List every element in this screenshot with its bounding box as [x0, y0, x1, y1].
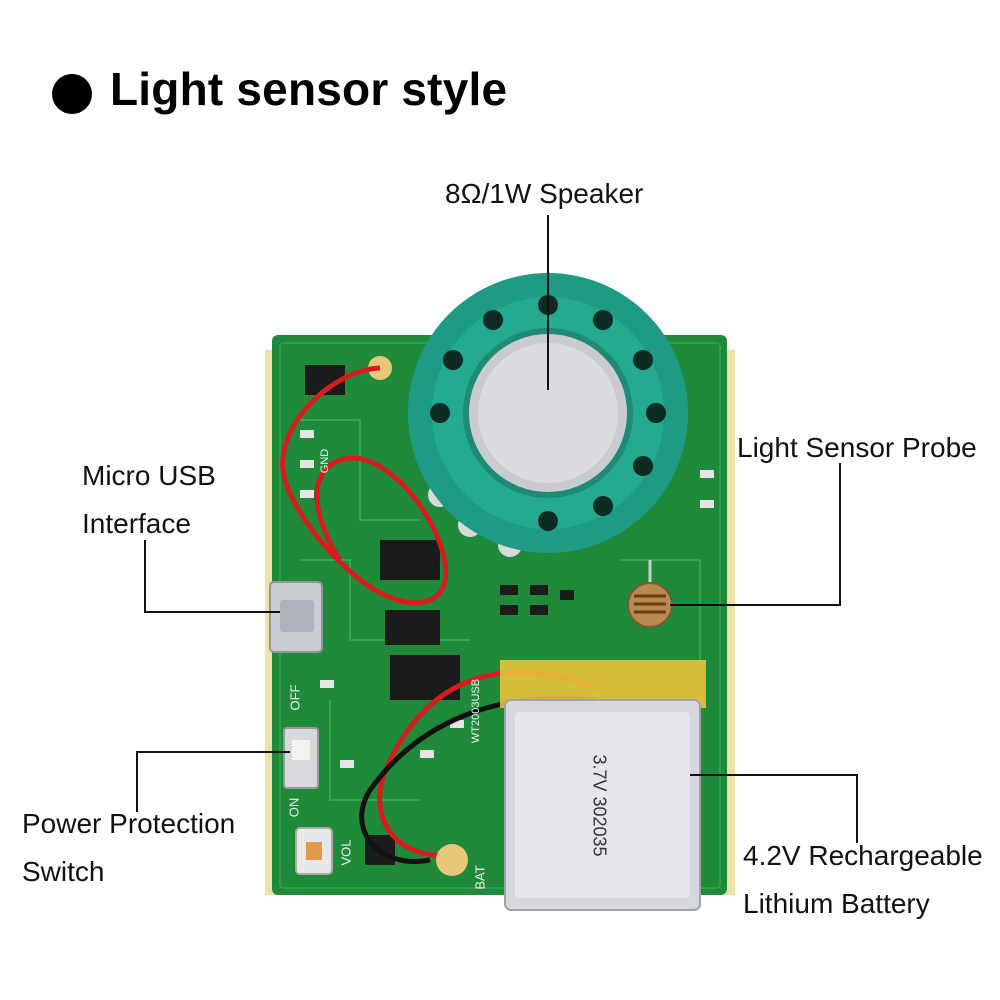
label-micro-usb-line2: Interface [82, 508, 191, 539]
callout-lines [136, 215, 858, 843]
label-speaker: 8Ω/1W Speaker [445, 178, 644, 209]
ic-chips [305, 365, 460, 865]
pcb-board-print: WT2003USB [470, 678, 483, 744]
pcb-label-gnd: GND [319, 448, 332, 474]
label-light-sensor-probe: Light Sensor Probe [737, 432, 977, 463]
micro-usb-connector [269, 581, 323, 653]
pcb-label-off: OFF [287, 684, 303, 711]
power-switch [283, 727, 319, 789]
label-power-protection-line1: Power Protection [22, 808, 236, 839]
pcb-label-vol: VOL [338, 839, 354, 866]
heading-bullet-icon [52, 74, 92, 114]
battery-print: 3.7V 302035 [589, 754, 610, 857]
label-battery-line1: 4.2V Rechargeable [743, 840, 983, 871]
label-micro-usb-line1: Micro USB [82, 460, 216, 491]
page-title: Light sensor style [110, 63, 508, 115]
lithium-battery [500, 660, 706, 911]
label-power-protection-line2: Switch [22, 856, 105, 887]
label-battery-line2: Lithium Battery [743, 888, 930, 919]
speaker [408, 273, 688, 553]
pcb-label-bat: BAT [472, 865, 488, 890]
pcb-label-on: ON [286, 797, 302, 818]
